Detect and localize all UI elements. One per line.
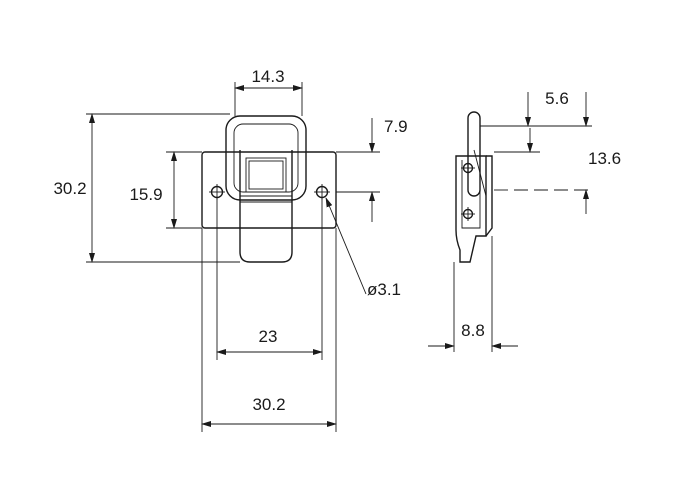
- dim-label-base-width: 30.2: [252, 395, 285, 414]
- dim-hole-diameter: ø3.1: [325, 197, 401, 299]
- dim-base-width: 30.2: [201, 228, 337, 432]
- dim-hinge-offset: 7.9: [336, 117, 408, 222]
- side-view: [455, 111, 493, 263]
- dim-label-side-top: 5.6: [545, 89, 569, 108]
- base-plate: [201, 151, 337, 229]
- dim-label-total-height: 30.2: [53, 179, 86, 198]
- lever-window: [245, 157, 287, 193]
- dim-side-top: 5.6: [480, 89, 592, 127]
- dim-label-hinge-offset: 7.9: [384, 117, 408, 136]
- dim-label-side-depth: 8.8: [461, 321, 485, 340]
- dim-bail-width: 14.3: [234, 67, 303, 116]
- dim-label-bail-width: 14.3: [251, 67, 284, 86]
- dim-side-depth: 8.8: [428, 236, 518, 352]
- dim-label-plate-height: 15.9: [129, 185, 162, 204]
- dim-total-height: 30.2: [53, 113, 240, 263]
- side-body-inner: [461, 160, 481, 229]
- dim-side-height: 13.6: [494, 128, 621, 214]
- front-view: [201, 115, 337, 263]
- dim-label-side-height: 13.6: [588, 149, 621, 168]
- dim-label-hole-diameter: ø3.1: [367, 280, 401, 299]
- side-hinge-plate: [485, 155, 493, 237]
- side-body: [455, 155, 487, 263]
- dim-plate-height: 15.9: [129, 151, 202, 229]
- dim-label-hole-spacing: 23: [259, 327, 278, 346]
- lever-body: [239, 150, 293, 263]
- dim-hole-spacing: 23: [216, 198, 323, 360]
- side-rod: [467, 111, 481, 197]
- bail-loop: [225, 115, 307, 201]
- lever-window-inner: [248, 160, 284, 190]
